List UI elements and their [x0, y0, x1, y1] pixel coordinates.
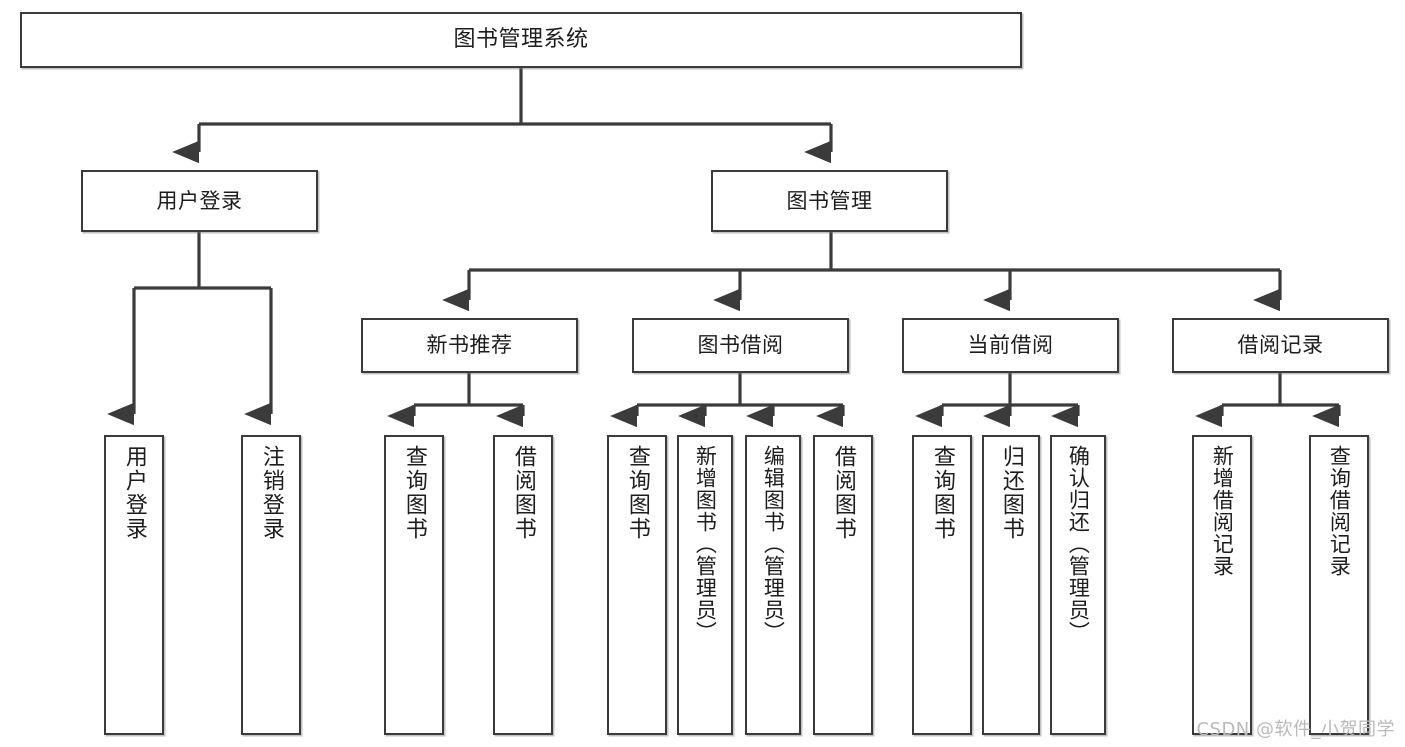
leaf-query-book-recommend[interactable]: 查询图书 — [384, 435, 444, 735]
leaf-query-borrow-record[interactable]: 查询借阅记录 — [1309, 435, 1369, 735]
leaf-query-book-borrow-label: 查询图书 — [624, 445, 650, 541]
leaf-add-book-admin[interactable]: 新增图书（管理员） — [677, 435, 733, 735]
leaf-user-logout-label: 注销登录 — [258, 445, 284, 541]
leaf-query-book-current[interactable]: 查询图书 — [912, 435, 972, 735]
leaf-borrow-book-borrow[interactable]: 借阅图书 — [813, 435, 873, 735]
leaf-query-book-current-label: 查询图书 — [929, 445, 955, 541]
node-current-borrow-label: 当前借阅 — [967, 333, 1054, 358]
leaf-return-book-label: 归还图书 — [998, 445, 1024, 541]
leaf-user-login-label: 用户登录 — [121, 445, 147, 541]
node-book-management[interactable]: 图书管理 — [711, 170, 948, 232]
node-current-borrow[interactable]: 当前借阅 — [902, 318, 1119, 373]
node-root-label: 图书管理系统 — [453, 27, 589, 53]
leaf-confirm-return-admin[interactable]: 确认归还（管理员） — [1050, 435, 1106, 735]
node-borrow-record-label: 借阅记录 — [1237, 333, 1324, 358]
leaf-query-book-borrow[interactable]: 查询图书 — [607, 435, 667, 735]
node-new-book-recommend-label: 新书推荐 — [426, 333, 513, 358]
leaf-query-book-recommend-label: 查询图书 — [401, 445, 427, 541]
leaf-add-borrow-record[interactable]: 新增借阅记录 — [1192, 435, 1252, 735]
leaf-add-book-admin-label: 新增图书（管理员） — [693, 445, 718, 643]
leaf-confirm-return-admin-label: 确认归还（管理员） — [1066, 445, 1091, 643]
leaf-borrow-book-recommend[interactable]: 借阅图书 — [493, 435, 553, 735]
node-user-login[interactable]: 用户登录 — [81, 170, 318, 232]
leaf-query-borrow-record-label: 查询借阅记录 — [1327, 445, 1352, 577]
node-book-management-label: 图书管理 — [786, 188, 873, 213]
node-new-book-recommend[interactable]: 新书推荐 — [361, 318, 578, 373]
leaf-user-login[interactable]: 用户登录 — [104, 435, 164, 735]
node-root[interactable]: 图书管理系统 — [20, 12, 1022, 68]
node-borrow-record[interactable]: 借阅记录 — [1172, 318, 1389, 373]
leaf-borrow-book-recommend-label: 借阅图书 — [510, 445, 536, 541]
node-user-login-label: 用户登录 — [156, 188, 243, 213]
node-book-borrow[interactable]: 图书借阅 — [632, 318, 849, 373]
leaf-edit-book-admin-label: 编辑图书（管理员） — [761, 445, 786, 643]
node-book-borrow-label: 图书借阅 — [697, 333, 784, 358]
leaf-user-logout[interactable]: 注销登录 — [241, 435, 301, 735]
leaf-return-book[interactable]: 归还图书 — [982, 435, 1040, 735]
leaf-edit-book-admin[interactable]: 编辑图书（管理员） — [745, 435, 801, 735]
leaf-borrow-book-borrow-label: 借阅图书 — [830, 445, 856, 541]
watermark-text: CSDN @软件_小贺同学 — [1196, 719, 1395, 740]
leaf-add-borrow-record-label: 新增借阅记录 — [1210, 445, 1235, 577]
